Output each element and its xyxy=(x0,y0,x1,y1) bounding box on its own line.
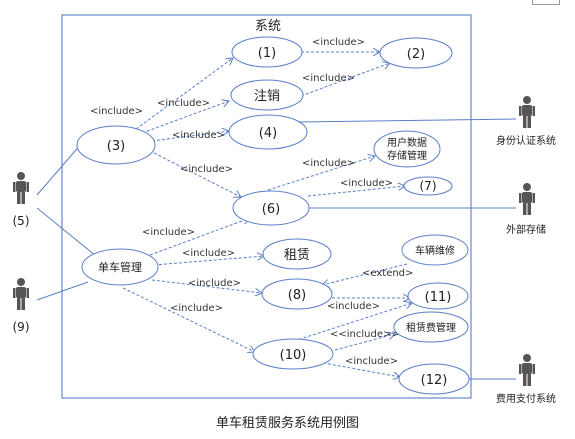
use-case-rental-label: 租赁 xyxy=(284,248,310,263)
use-case-uc3[interactable]: (3) xyxy=(76,125,156,165)
use-case-uc6-label: (6) xyxy=(262,202,280,217)
dep-uc3-uc4 xyxy=(151,131,229,142)
use-case-uc7-label: (7) xyxy=(420,179,437,193)
label-include-uc10-uc12: <include> xyxy=(345,356,398,367)
label-include-uc10-rental-fee: <<include>> xyxy=(330,329,400,340)
person-icon xyxy=(13,278,29,310)
dep-uc10-uc12 xyxy=(317,361,400,377)
actor-identity-system-label: 身份认证系统 xyxy=(496,134,556,147)
assoc-identity-uc4 xyxy=(298,118,517,123)
person-icon xyxy=(519,183,535,215)
label-include-uc6-user-data: <include> xyxy=(302,158,355,169)
dep-maintenance-uc8 xyxy=(322,263,408,285)
actor-5[interactable]: (5) xyxy=(13,172,30,228)
actor-payment-system[interactable]: 费用支付系统 xyxy=(496,354,556,405)
use-case-uc8-label: (8) xyxy=(288,288,306,303)
use-case-uc3-label: (3) xyxy=(107,139,125,154)
actor-9-label: (9) xyxy=(13,320,30,334)
use-case-maintenance[interactable]: 车辆维修 xyxy=(401,234,469,266)
label-include-uc6-uc7: <include> xyxy=(340,178,393,189)
label-include-uc3-uc4: <include> xyxy=(172,130,225,141)
system-boundary xyxy=(61,14,472,399)
use-case-rental-fee-label: 租赁费管理 xyxy=(406,321,456,334)
dep-bike-uc6 xyxy=(149,218,250,256)
use-case-rental[interactable]: 租赁 xyxy=(262,238,332,270)
assoc-actor5-uc3 xyxy=(36,142,83,196)
use-case-user-data-storage[interactable]: 用户数据 存储管理 xyxy=(373,130,441,168)
dep-uc10-rental-fee xyxy=(334,334,395,351)
dep-uc3-uc6 xyxy=(153,152,241,197)
label-include-bike-uc6: <include> xyxy=(142,227,195,238)
use-case-uc2-label: (2) xyxy=(407,47,425,62)
use-case-uc1-label: (1) xyxy=(258,46,276,61)
use-case-uc12[interactable]: (12) xyxy=(398,363,470,395)
dep-uc6-user-data xyxy=(267,156,375,191)
actor-payment-system-label: 费用支付系统 xyxy=(496,392,556,405)
label-extend-maintenance-uc8: <extend> xyxy=(362,268,413,279)
use-case-logout-label: 注销 xyxy=(254,89,280,104)
dep-bike-uc10 xyxy=(122,287,255,352)
use-case-bike-management-label: 单车管理 xyxy=(98,260,142,274)
actor-9[interactable]: (9) xyxy=(13,278,30,334)
use-case-user-data-storage-line2: 存储管理 xyxy=(387,149,427,162)
use-case-uc2[interactable]: (2) xyxy=(379,37,453,69)
system-title: 系统 xyxy=(255,19,281,34)
label-include-uc3-uc6: <include> xyxy=(180,164,233,175)
use-case-uc8[interactable]: (8) xyxy=(261,278,333,310)
use-case-uc6[interactable]: (6) xyxy=(232,190,310,226)
use-case-uc11[interactable]: (11) xyxy=(407,282,469,310)
dependency-lines xyxy=(122,52,412,377)
use-case-uc11-label: (11) xyxy=(425,290,452,305)
label-include-uc3-uc1: <include> xyxy=(90,106,143,117)
dep-uc3-uc1 xyxy=(131,58,233,133)
label-include-bike-rental: <include> xyxy=(182,248,235,259)
use-case-maintenance-label: 车辆维修 xyxy=(415,244,455,257)
label-include-uc8-uc11: <include> xyxy=(327,301,380,312)
dep-bike-rental xyxy=(153,256,264,266)
assoc-actor9-bike-management xyxy=(36,281,89,301)
actor-external-storage-label: 外部存储 xyxy=(506,223,546,236)
person-icon xyxy=(13,172,29,204)
label-include-bike-uc8: <include> xyxy=(188,278,241,289)
actor-external-storage[interactable]: 外部存储 xyxy=(506,183,546,236)
use-case-logout[interactable]: 注销 xyxy=(230,79,304,111)
use-case-uc10[interactable]: (10) xyxy=(252,338,334,370)
use-case-user-data-storage-line1: 用户数据 xyxy=(387,136,427,149)
association-lines xyxy=(36,118,517,380)
use-case-uc1[interactable]: (1) xyxy=(231,36,303,68)
dep-uc6-uc7 xyxy=(307,186,405,197)
use-case-rental-fee[interactable]: 租赁费管理 xyxy=(393,311,469,343)
use-case-uc12-label: (12) xyxy=(421,373,448,388)
use-case-bike-management[interactable]: 单车管理 xyxy=(81,248,159,286)
actor-identity-system[interactable]: 身份认证系统 xyxy=(496,96,556,147)
use-case-uc4-label: (4) xyxy=(259,126,277,141)
dep-bike-uc8 xyxy=(151,279,262,293)
person-icon xyxy=(519,354,535,386)
corner-mark xyxy=(532,0,560,5)
assoc-actor5-bike-management xyxy=(36,207,97,257)
person-icon xyxy=(519,96,535,128)
label-include-logout-uc2: <include> xyxy=(302,73,355,84)
dep-logout-uc2 xyxy=(300,63,390,97)
relation-labels: <include> <include> <include> <include> … xyxy=(90,37,413,367)
use-case-uc4[interactable]: (4) xyxy=(228,114,308,150)
diagram-caption: 单车租赁服务系统用例图 xyxy=(215,416,359,431)
dep-uc10-uc11 xyxy=(293,303,412,342)
label-include-bike-uc10: <include> xyxy=(170,303,223,314)
actor-5-label: (5) xyxy=(13,214,30,228)
dep-uc3-logout xyxy=(141,101,229,134)
use-case-uc10-label: (10) xyxy=(280,348,307,363)
label-include-uc1-uc2: <include> xyxy=(312,37,365,48)
label-include-uc3-logout: <include> xyxy=(157,98,210,109)
use-case-uc7[interactable]: (7) xyxy=(403,176,453,196)
